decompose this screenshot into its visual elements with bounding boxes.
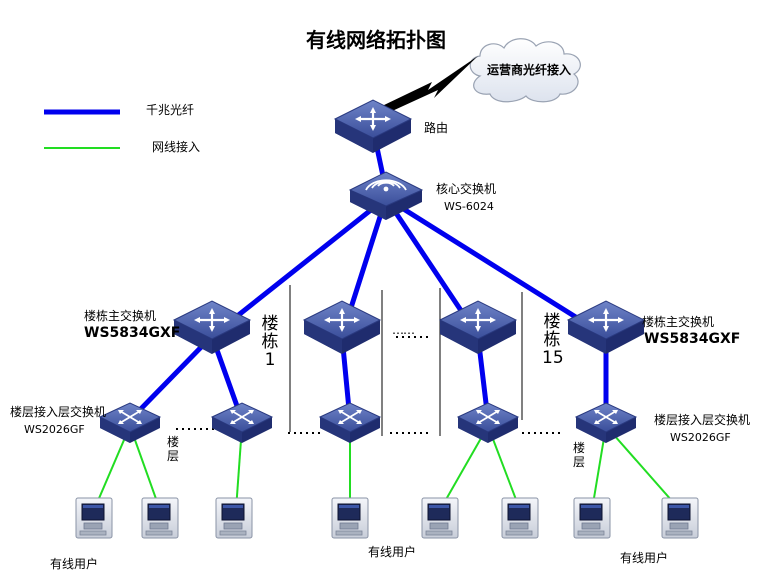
access-switch-left-model: WS2026GF [24,423,85,436]
building-15-label: 楼栋15 [542,312,564,368]
pc-4-icon[interactable] [331,497,369,539]
router-icon[interactable] [333,98,413,155]
building-1-label: 楼栋1 [261,314,279,370]
access-switch-2-icon[interactable] [211,402,273,444]
core-switch-model: WS-6024 [444,200,494,213]
building-switch-right-model: WS5834GXF [644,331,741,347]
user-label-left: 有线用户 [50,557,99,571]
building-main-switch-2-icon[interactable] [302,299,382,356]
pc-7-icon[interactable] [573,497,611,539]
wan-link-lightning-icon [382,56,478,112]
building-switch-left-name: 楼栋主交换机 [84,309,157,323]
building-switch-right-name: 楼栋主交换机 [642,315,715,329]
legend-ethernet-label: 网线接入 [152,140,201,154]
building-main-switch-right-icon[interactable] [566,299,646,356]
building-separators [289,285,523,436]
pc-5-icon[interactable] [421,497,459,539]
access-switch-4-icon[interactable] [457,402,519,444]
building-switch-left-model: WS5834GXF [84,325,181,341]
legend-fiber-label: 千兆光纤 [146,103,195,117]
isp-cloud-label: 运营商光纤接入 [487,63,572,77]
diagram-title: 有线网络拓扑图 [306,28,446,52]
pc-8-icon[interactable] [661,497,699,539]
access-switch-3-icon[interactable] [319,402,381,444]
floor-label-right: 楼层 [572,441,585,469]
access-switch-5-icon[interactable] [575,402,637,444]
ellipsis-dots [176,336,562,434]
core-switch-name: 核心交换机 [436,182,497,196]
access-switch-right-name: 楼层接入层交换机 [654,413,751,427]
core-switch-icon[interactable] [348,171,424,220]
building-main-switch-3-icon[interactable] [438,299,518,356]
access-switch-1-icon[interactable] [99,402,161,444]
pc-1-icon[interactable] [75,497,113,539]
router-label: 路由 [424,121,449,135]
pc-3-icon[interactable] [215,497,253,539]
access-switch-right-model: WS2026GF [670,431,731,444]
user-label-middle: 有线用户 [368,545,417,559]
pc-2-icon[interactable] [141,497,179,539]
access-switch-left-name: 楼层接入层交换机 [10,405,107,419]
building-main-switch-left-icon[interactable] [172,299,252,356]
user-label-right: 有线用户 [620,551,669,565]
ellipsis-middle: …… [392,323,415,337]
isp-cloud [469,38,581,103]
pc-6-icon[interactable] [501,497,539,539]
floor-label-left: 楼层 [166,435,179,463]
ethernet-links [93,425,681,511]
